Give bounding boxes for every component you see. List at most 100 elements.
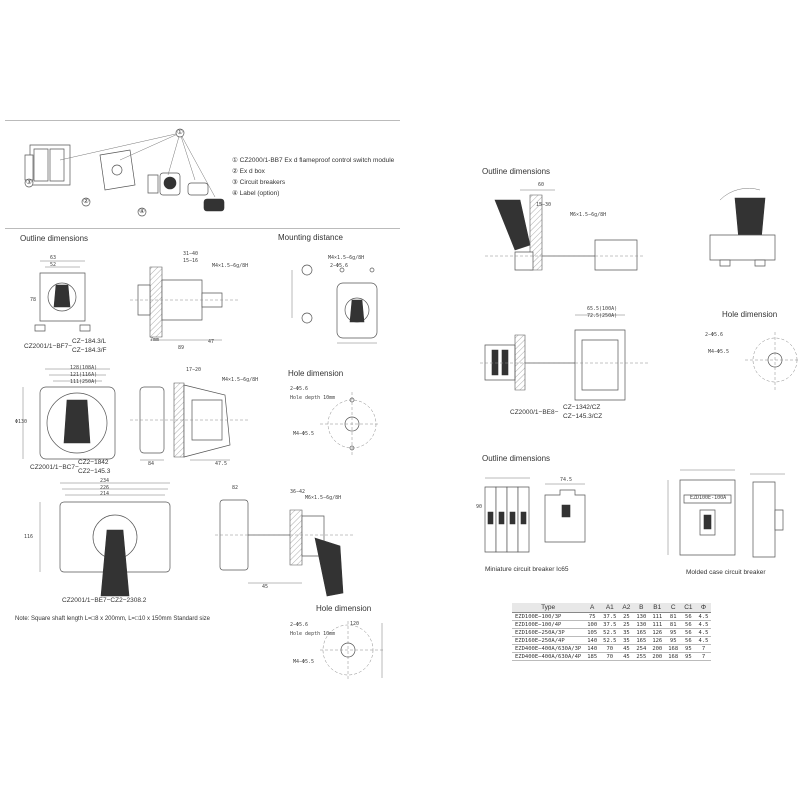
section-title-hole2: Hole dimension bbox=[316, 604, 372, 613]
table-header-cell: C bbox=[665, 603, 682, 613]
model-bf7-b: CZ−184.3/F bbox=[72, 347, 107, 354]
table-header-cell: Φ bbox=[695, 603, 712, 613]
dim-45: 45 bbox=[262, 584, 269, 590]
table-cell: 200 bbox=[649, 652, 666, 661]
dim-82: 82 bbox=[232, 485, 239, 491]
be7-front-view bbox=[25, 478, 175, 603]
table-cell: 7 bbox=[695, 644, 712, 653]
table-header-cell: A1 bbox=[600, 603, 620, 613]
table-header-cell: C1 bbox=[681, 603, 696, 613]
section-title-hole1: Hole dimension bbox=[288, 369, 344, 378]
dim-36-42: 36−42 bbox=[290, 489, 306, 495]
table-cell: 56 bbox=[681, 628, 696, 637]
caption-mccb: Molded case circuit breaker bbox=[686, 569, 766, 576]
table-cell: 7 bbox=[695, 652, 712, 661]
model-bc7-b: CZ2−145.3 bbox=[78, 468, 111, 475]
table-cell: 4.5 bbox=[695, 636, 712, 645]
callout-2: ② bbox=[83, 198, 89, 205]
table-cell: 95 bbox=[681, 652, 696, 661]
hole-right-note-c: M4−Φ5.5 bbox=[708, 349, 730, 355]
table-cell: 140 bbox=[584, 644, 601, 653]
dim-31-40: 31−40 bbox=[183, 251, 199, 257]
table-cell: 81 bbox=[665, 612, 682, 621]
mcb-front-view bbox=[475, 472, 535, 562]
table-cell: 126 bbox=[649, 636, 666, 645]
section-title-outline-right-bottom: Outline dimensions bbox=[482, 454, 551, 463]
dim-63: 63 bbox=[50, 255, 57, 261]
shaft-length-note: Note: Square shaft length L=□8 x 200mm, … bbox=[15, 616, 211, 622]
dim-226: 226 bbox=[100, 485, 110, 491]
table-cell: 95 bbox=[665, 628, 682, 637]
module-exploded-illustration bbox=[20, 125, 250, 225]
table-cell: 95 bbox=[665, 636, 682, 645]
hole2-note-a: 2−Φ5.6 bbox=[290, 622, 309, 628]
hole-right-note-a: 2−Φ5.6 bbox=[705, 332, 724, 338]
table-cell: 35 bbox=[619, 628, 634, 637]
model-be8-b: CZ−145.3/CZ bbox=[563, 413, 603, 420]
model-be7: CZ2001/1−BE7−CZ2−2308.2 bbox=[62, 597, 147, 604]
section-title-mounting: Mounting distance bbox=[278, 233, 343, 242]
table-cell: 25 bbox=[619, 620, 634, 629]
be8-assembly-view bbox=[480, 305, 650, 415]
table-cell: 56 bbox=[681, 620, 696, 629]
dim-m6: M6×1.5−6g/8H bbox=[305, 495, 342, 501]
dim-78: 78 bbox=[30, 297, 37, 303]
table-cell: 165 bbox=[633, 628, 650, 637]
model-be8-prefix: CZ2000/1−BE8− bbox=[510, 409, 559, 416]
dim-m4-bc7: M4×1.5−6g/8H bbox=[222, 377, 259, 383]
table-cell: EZD400E−400A/630A/3P bbox=[512, 644, 585, 653]
legend-item: ④ Label (option) bbox=[232, 190, 280, 197]
dim-120: 120 bbox=[350, 621, 360, 627]
exd-box bbox=[100, 150, 135, 190]
switch-module bbox=[148, 175, 158, 193]
caption-mcb: Miniature circuit breaker Ic65 bbox=[485, 566, 569, 573]
bf7-side-view bbox=[130, 255, 240, 345]
table-header-cell: B1 bbox=[649, 603, 666, 613]
dim-130: Φ130 bbox=[15, 419, 28, 425]
dim-m4: M4×1.5−6g/8H bbox=[212, 263, 249, 269]
mccb-model-label: EZD100E-100A bbox=[690, 495, 727, 501]
table-cell: 254 bbox=[633, 644, 650, 653]
table-cell: 75 bbox=[584, 612, 601, 621]
table-cell: 45 bbox=[619, 644, 634, 653]
mount-m4-note: M4×1.5−6g/8H bbox=[328, 255, 365, 261]
section-title-outline-right-top: Outline dimensions bbox=[482, 167, 551, 176]
model-bf7-a: CZ−184.3/L bbox=[72, 338, 107, 345]
dim-15-30: 15−30 bbox=[536, 202, 552, 208]
table-cell: 81 bbox=[665, 620, 682, 629]
table-cell: EZD160E−250A/4P bbox=[512, 636, 585, 645]
table-header-cell: Type bbox=[512, 603, 585, 613]
table-cell: 140 bbox=[584, 636, 601, 645]
legend-item: ② Ex d box bbox=[232, 168, 265, 175]
table-cell: 95 bbox=[681, 644, 696, 653]
model-be8-a: CZ−1342/CZ bbox=[563, 404, 601, 411]
bc7-side-view bbox=[130, 365, 250, 465]
table-cell: 45 bbox=[619, 652, 634, 661]
table-cell: 168 bbox=[665, 644, 682, 653]
model-bf7-prefix: CZ2001/1−BF7− bbox=[24, 343, 73, 350]
mccb-front-view bbox=[660, 465, 745, 565]
hole1-note-c: M4−Φ5.5 bbox=[293, 431, 315, 437]
section-title-hole-right: Hole dimension bbox=[722, 310, 778, 319]
mcb-side-view bbox=[540, 480, 590, 555]
table-header-cell: B bbox=[633, 603, 650, 613]
module-overview-panel bbox=[5, 120, 400, 229]
dim-214: 214 bbox=[100, 491, 110, 497]
dim-89: 89 bbox=[178, 345, 185, 351]
mounting-distance-drawing bbox=[282, 248, 392, 348]
table-cell: EZD100E−100/4P bbox=[512, 620, 585, 629]
dim-90: 90 bbox=[476, 504, 483, 510]
table-cell: 70 bbox=[600, 652, 620, 661]
table-cell: 185 bbox=[584, 652, 601, 661]
hole-dimension-2 bbox=[290, 618, 390, 683]
dim-121: 121(116A) bbox=[70, 372, 98, 378]
be8-front-view-top bbox=[690, 180, 785, 275]
dim-74-5: 74.5 bbox=[560, 477, 573, 483]
section-title-outline-left: Outline dimensions bbox=[20, 234, 89, 243]
table-cell: 37.5 bbox=[600, 612, 620, 621]
